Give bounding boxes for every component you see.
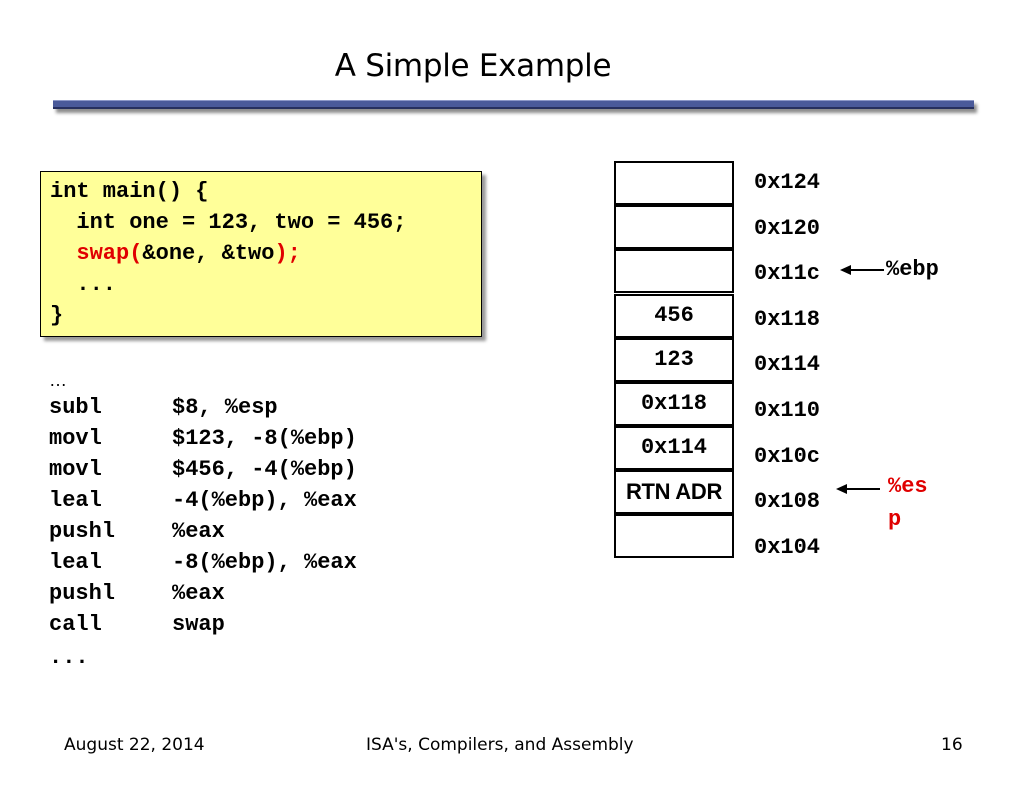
- stack-cell: 123: [614, 338, 734, 382]
- ebp-arrow-icon: [840, 265, 884, 275]
- code-line-close-brace: }: [50, 303, 64, 328]
- stack-address: 0x110: [754, 398, 821, 423]
- asm-opcode: leal: [49, 488, 102, 513]
- asm-line: movl $123, -8(%ebp): [49, 427, 357, 451]
- asm-operands: swap: [172, 612, 225, 637]
- stack-cell-return-address: RTN ADR: [614, 470, 734, 514]
- asm-line: leal -4(%ebp), %eax: [49, 489, 357, 513]
- asm-line: leal -8(%ebp), %eax: [49, 551, 357, 575]
- asm-line: movl $456, -4(%ebp): [49, 458, 357, 482]
- stack-address: 0x114: [754, 352, 821, 377]
- slide-title: A Simple Example: [334, 48, 612, 84]
- ebp-pointer-label: %ebp: [886, 257, 939, 282]
- asm-line: pushl %eax: [49, 582, 225, 606]
- stack-cell: 0x114: [614, 426, 734, 470]
- esp-pointer-label-line2: p: [888, 507, 902, 532]
- asm-line: call swap: [49, 613, 225, 637]
- stack-address: 0x104: [754, 535, 821, 560]
- asm-operands: $8, %esp: [172, 395, 278, 420]
- asm-opcode: leal: [49, 550, 102, 575]
- stack-cell: [614, 514, 734, 558]
- code-line-swap-call: swap(&one, &two);: [50, 241, 301, 266]
- code-line-ellipsis: ...: [50, 272, 117, 297]
- asm-opcode: pushl: [49, 519, 116, 544]
- swap-args: &one, &two: [142, 241, 275, 266]
- footer-course-title: ISA's, Compilers, and Assembly: [366, 735, 634, 755]
- asm-line: subl $8, %esp: [49, 396, 278, 420]
- asm-operands: %eax: [172, 519, 225, 544]
- asm-line: pushl %eax: [49, 520, 225, 544]
- asm-opcode: pushl: [49, 581, 116, 606]
- stack-address: 0x118: [754, 307, 821, 332]
- stack-address: 0x108: [754, 489, 821, 514]
- stack-cell: [614, 205, 734, 249]
- asm-operands: -8(%ebp), %eax: [172, 550, 357, 575]
- esp-pointer-label-line1: %es: [888, 474, 928, 499]
- asm-opcode: movl: [49, 426, 102, 451]
- stack-cell: 0x118: [614, 382, 734, 426]
- stack-address: 0x11c: [754, 261, 821, 286]
- stack-cell: 456: [614, 294, 734, 338]
- asm-opcode: call: [49, 612, 102, 637]
- stack-address: 0x10c: [754, 444, 821, 469]
- swap-indent: [50, 241, 76, 266]
- code-line-main: int main() {: [50, 179, 209, 204]
- stack-cell: [614, 249, 734, 293]
- stack-address: 0x120: [754, 216, 821, 241]
- title-underline: [53, 100, 974, 109]
- asm-operands: $456, -4(%ebp): [172, 457, 357, 482]
- asm-opcode: movl: [49, 457, 102, 482]
- stack-cell: [614, 161, 734, 205]
- footer-date: August 22, 2014: [64, 735, 205, 755]
- swap-fn-name: swap(: [76, 241, 143, 266]
- asm-operands: %eax: [172, 581, 225, 606]
- asm-operands: $123, -8(%ebp): [172, 426, 357, 451]
- c-code-box: int main() { int one = 123, two = 456; s…: [40, 171, 482, 337]
- asm-opcode: subl: [49, 395, 102, 420]
- swap-close: );: [274, 241, 301, 266]
- footer-page-number: 16: [941, 735, 963, 755]
- asm-ellipsis-bottom: ...: [49, 645, 89, 670]
- asm-operands: -4(%ebp), %eax: [172, 488, 357, 513]
- asm-ellipsis-top: …: [49, 370, 67, 390]
- stack-address: 0x124: [754, 170, 821, 195]
- esp-arrow-icon: [836, 484, 880, 494]
- code-line-decl: int one = 123, two = 456;: [50, 210, 407, 235]
